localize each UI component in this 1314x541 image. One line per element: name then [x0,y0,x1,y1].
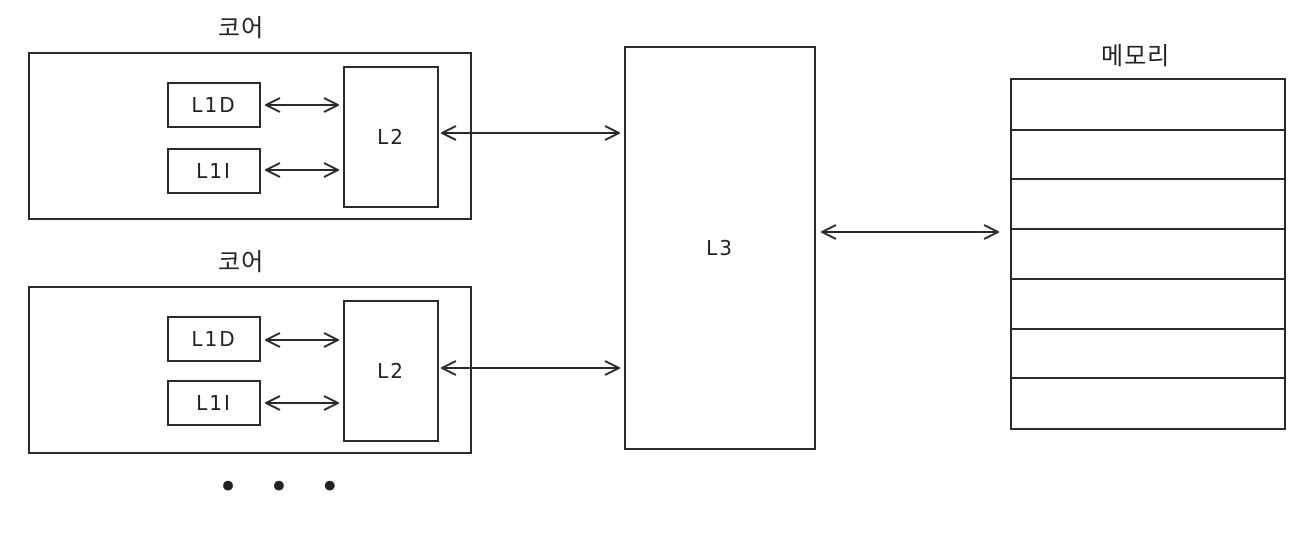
memory-row-divider [1012,129,1284,131]
core-1-container: L1D L1I L2 [28,52,472,220]
core-1-l1i-cache: L1I [167,148,261,194]
core-1-l1d-cache: L1D [167,82,261,128]
core-1-l2-label: L2 [377,125,405,149]
memory-title: 메모리 [1101,42,1171,70]
memory-row-divider [1012,328,1284,330]
core-2-l2-label: L2 [377,359,405,383]
memory-row-divider [1012,377,1284,379]
core-2-l1d-cache: L1D [167,316,261,362]
memory-row-divider [1012,178,1284,180]
core-2-l2-cache: L2 [343,300,439,442]
core-2-l1d-label: L1D [191,327,237,351]
core-2-l1i-cache: L1I [167,380,261,426]
memory-block [1010,78,1286,430]
core-1-title: 코어 [218,14,265,42]
core-2-title: 코어 [218,248,265,276]
core-2-container: L1D L1I L2 [28,286,472,454]
memory-row-divider [1012,228,1284,230]
core-1-l2-cache: L2 [343,66,439,208]
l3-cache: L3 [624,46,816,450]
core-2-l1i-label: L1I [196,391,232,415]
more-cores-ellipsis: • • • [218,467,350,507]
l3-label: L3 [706,236,734,260]
memory-row-divider [1012,278,1284,280]
core-1-l1d-label: L1D [191,93,237,117]
core-1-l1i-label: L1I [196,159,232,183]
